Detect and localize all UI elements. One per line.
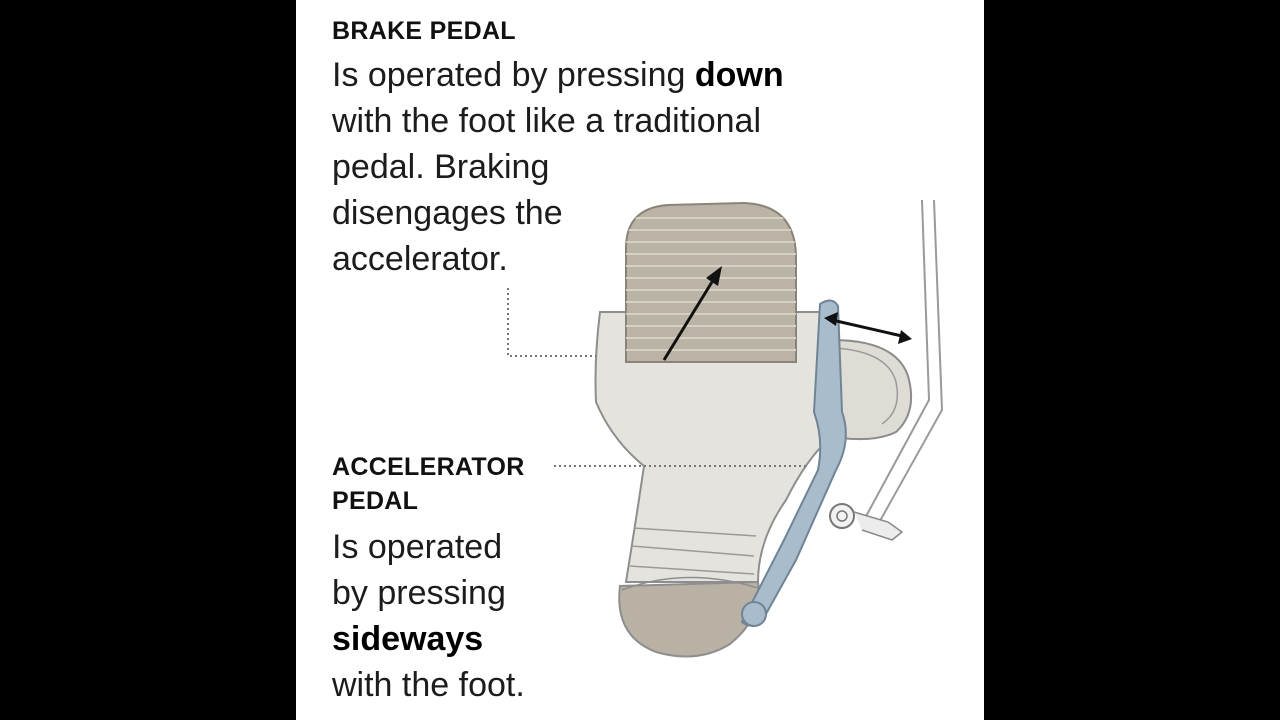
foot-stripes [629,527,757,575]
foot-heel [618,580,760,658]
lever-pivot [741,601,767,627]
pedal-diagram [507,199,944,658]
brake-line-5: accelerator. [332,240,508,278]
brake-line-4: disengages the [332,194,563,232]
floor-lines [863,199,944,529]
leader-lines [507,288,808,467]
accel-line-3: sideways [332,620,484,658]
accelerator-direction-arrow-icon [824,312,912,344]
accel-line-4: with the foot. [332,666,525,704]
brake-line-2: with the foot like a traditional [332,102,762,140]
brake-line-3: pedal. Braking [332,148,550,186]
brake-direction-arrow-icon [662,266,722,361]
pivot-icon [829,503,904,541]
diagram-panel: BRAKE PEDAL Is operated by pressing down… [296,0,984,720]
accel-line-2: by pressing [332,574,506,612]
brake-line-1: Is operated by pressing down [332,56,784,94]
accelerator-pedal-heading: ACCELERATOR PEDAL [332,453,525,515]
accelerator-pedal-description: Is operated by pressing sideways with th… [332,524,525,708]
brake-pedal-description: Is operated by pressing down with the fo… [332,52,784,282]
brake-pedal-heading: BRAKE PEDAL [332,17,516,45]
accel-line-1: Is operated [332,528,503,566]
foot-shape [594,311,830,583]
